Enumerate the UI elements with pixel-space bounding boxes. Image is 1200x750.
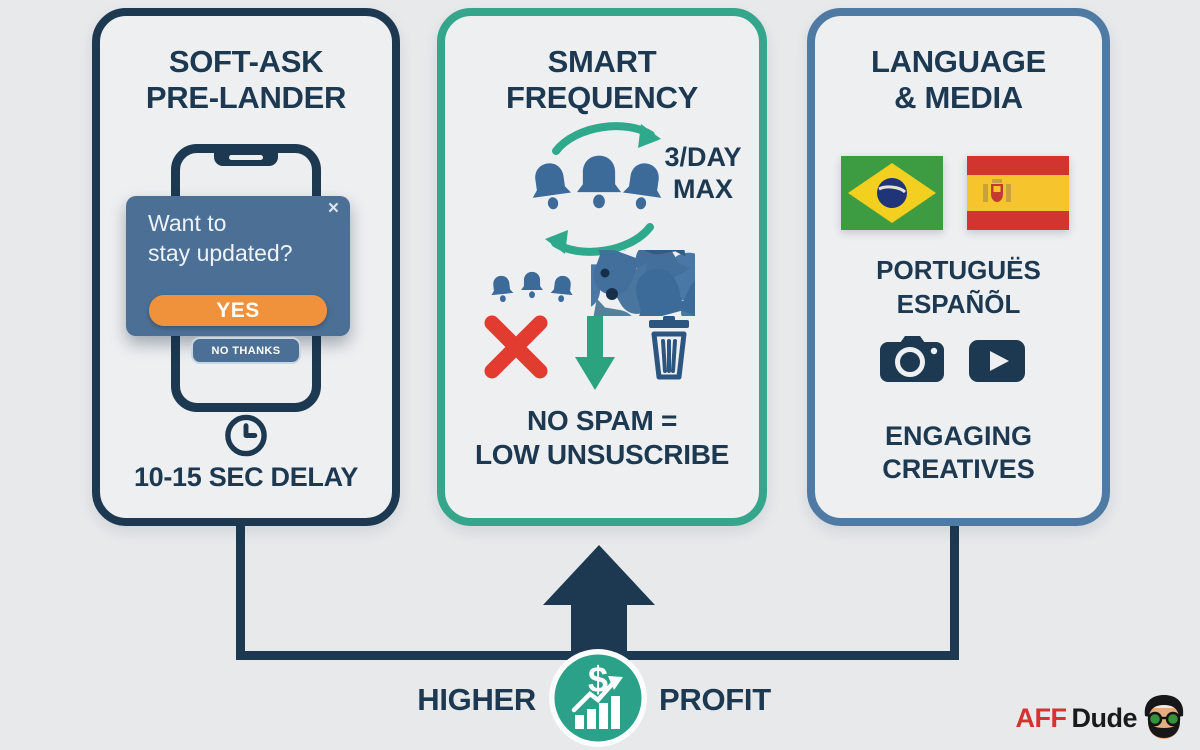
- bell-pile-icon: [591, 250, 695, 316]
- title-line: SOFT-ASK: [168, 44, 324, 79]
- panel-title: SOFT-ASK PRE-LANDER: [100, 44, 392, 116]
- trash-icon: [649, 316, 689, 380]
- money-growth-icon: $: [549, 649, 647, 747]
- panel-title: SMART FREQUENCY: [445, 44, 759, 116]
- language-line: ESPAÑÕL: [896, 288, 1021, 319]
- popup-question: Want to stay updated?: [148, 208, 293, 269]
- brand-dude-text: Dude: [1071, 702, 1138, 733]
- higher-label: HIGHER: [417, 682, 536, 717]
- brazil-flag-icon: [841, 156, 943, 230]
- connector-left: [236, 520, 245, 660]
- delay-label: 10-15 SEC DELAY: [133, 462, 359, 492]
- refresh-arrows-icon: [552, 122, 661, 155]
- up-arrow-icon: [543, 545, 655, 656]
- creatives-line: ENGAGING: [884, 421, 1032, 451]
- title-line: FREQUENCY: [506, 79, 698, 115]
- phone-notch: [214, 151, 278, 166]
- result-label: NO SPAM = LOW UNSUSCRIBE: [445, 404, 759, 471]
- clock-icon: [225, 414, 267, 457]
- result-line: NO SPAM =: [526, 405, 678, 436]
- cap-line: MAX: [673, 173, 733, 204]
- bell-icon: [517, 270, 547, 303]
- panel-language-media: LANGUAGE & MEDIA PORTUGUËS ESPAÑÕL: [807, 8, 1110, 526]
- phone-speaker-slot: [229, 155, 263, 160]
- panel-title: LANGUAGE & MEDIA: [815, 44, 1102, 116]
- result-line: LOW UNSUSCRIBE: [474, 438, 730, 470]
- title-line: & MEDIA: [894, 79, 1023, 115]
- profit-label: PROFIT: [659, 682, 771, 717]
- connector-right: [950, 520, 959, 660]
- frequency-cap-label: 3/DAY MAX: [653, 142, 753, 206]
- cross-icon: [484, 315, 548, 379]
- title-line: SMART: [547, 44, 657, 79]
- dollar-symbol: $: [588, 659, 608, 700]
- spain-flag-icon: [967, 156, 1069, 230]
- bell-icon: [545, 273, 578, 309]
- brand-aff-text: AFF: [1015, 702, 1067, 733]
- popup-question-line: stay updated?: [148, 240, 293, 267]
- opt-in-popup: × Want to stay updated? YES: [126, 196, 350, 336]
- yes-button[interactable]: YES: [149, 295, 327, 326]
- cap-line: 3/DAY: [664, 142, 742, 172]
- brand-logo: AFF Dude: [1016, 694, 1186, 742]
- camera-icon: [880, 336, 944, 382]
- aff-dude-avatar-icon: [1144, 695, 1184, 739]
- panel-smart-frequency: SMART FREQUENCY 3/DAY MAX: [437, 8, 767, 526]
- creatives-line: CREATIVES: [882, 453, 1035, 484]
- panel-soft-ask-prelander: SOFT-ASK PRE-LANDER × Want to stay updat…: [92, 8, 400, 526]
- language-line: PORTUGUËS: [876, 255, 1041, 285]
- bell-icon: [485, 273, 518, 309]
- creatives-label: ENGAGING CREATIVES: [815, 420, 1102, 486]
- down-arrow-icon: [575, 316, 615, 390]
- no-thanks-button[interactable]: NO THANKS: [191, 337, 301, 364]
- title-line: LANGUAGE: [871, 44, 1046, 79]
- languages-label: PORTUGUËS ESPAÑÕL: [815, 254, 1102, 322]
- title-line: PRE-LANDER: [145, 79, 347, 115]
- popup-question-line: Want to: [148, 210, 227, 236]
- video-play-icon: [969, 340, 1025, 382]
- close-icon[interactable]: ×: [327, 198, 339, 219]
